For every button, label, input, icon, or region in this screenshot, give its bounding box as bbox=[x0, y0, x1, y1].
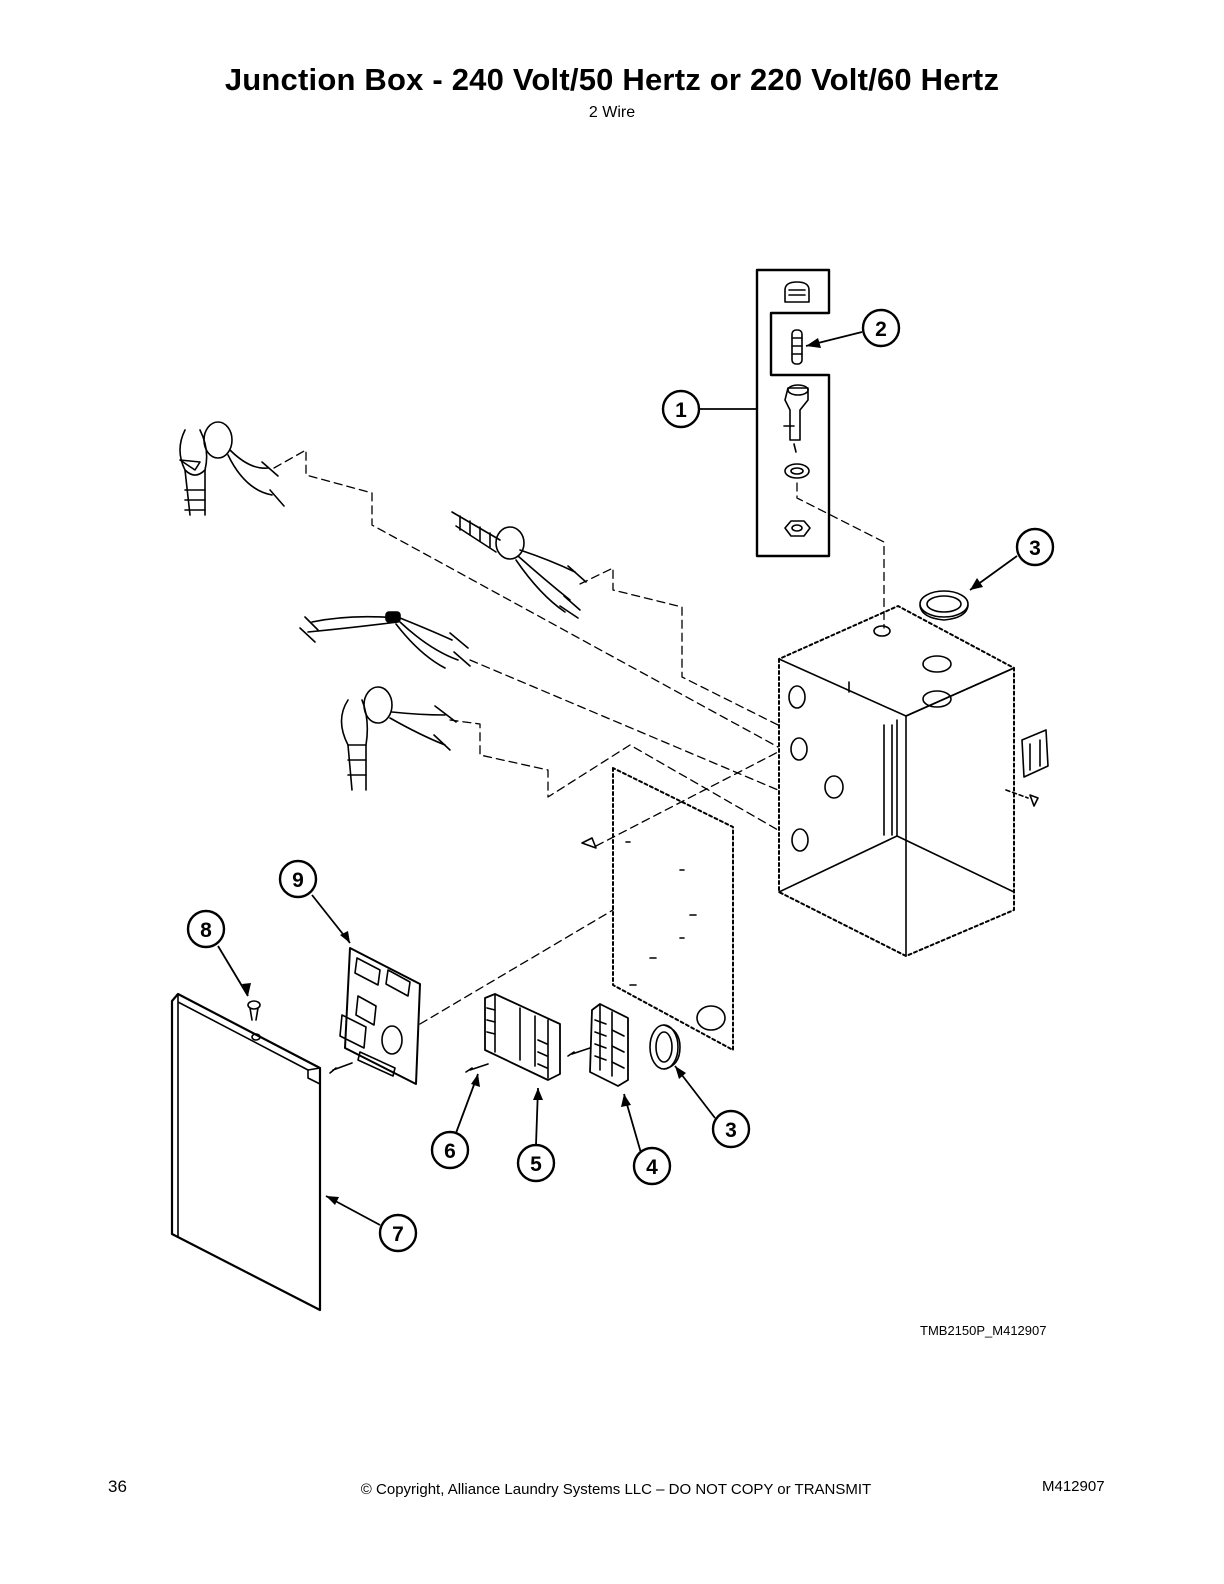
page-subtitle: 2 Wire bbox=[588, 104, 636, 121]
junction-box bbox=[778, 605, 1049, 957]
bushing-top bbox=[919, 590, 969, 621]
callout-7: 7 bbox=[378, 1213, 418, 1253]
callout-8: 8 bbox=[186, 909, 226, 949]
terminal-block bbox=[465, 993, 561, 1081]
screw bbox=[247, 1000, 261, 1021]
svg-text:3: 3 bbox=[1029, 537, 1041, 560]
terminal-strip bbox=[567, 1003, 629, 1087]
mounting-plate bbox=[581, 767, 734, 1051]
svg-text:3: 3 bbox=[725, 1119, 737, 1142]
callout-4: 4 bbox=[632, 1146, 672, 1186]
svg-text:5: 5 bbox=[530, 1153, 542, 1176]
page-number: 36 bbox=[108, 1477, 127, 1496]
svg-text:6: 6 bbox=[444, 1140, 456, 1163]
callout-5: 5 bbox=[516, 1143, 556, 1183]
callout-1: 1 bbox=[661, 389, 701, 429]
callout-9: 9 bbox=[278, 859, 318, 899]
svg-text:1: 1 bbox=[675, 399, 687, 422]
svg-text:7: 7 bbox=[392, 1223, 404, 1246]
bushing-bottom bbox=[649, 1024, 681, 1070]
document-id: M412907 bbox=[1042, 1478, 1105, 1495]
callout-3-top: 3 bbox=[1015, 527, 1055, 567]
circuit-board bbox=[329, 947, 421, 1085]
svg-text:8: 8 bbox=[200, 919, 212, 942]
wire-harness-4 bbox=[340, 686, 457, 791]
svg-text:2: 2 bbox=[875, 318, 887, 341]
assembly-leader-lines bbox=[273, 449, 885, 1025]
wire-harness-1 bbox=[179, 421, 285, 516]
fuse-holder-inset bbox=[755, 268, 831, 558]
cover-panel bbox=[170, 992, 322, 1312]
callout-6: 6 bbox=[430, 1130, 470, 1170]
copyright-notice: © Copyright, Alliance Laundry Systems LL… bbox=[360, 1481, 872, 1498]
svg-text:9: 9 bbox=[292, 869, 304, 892]
callout-arrowheads bbox=[242, 338, 983, 1205]
wire-harness-3 bbox=[299, 611, 471, 669]
figure-id: TMB2150P_M412907 bbox=[920, 1323, 1047, 1338]
callout-3-bottom: 3 bbox=[711, 1109, 751, 1149]
wire-harness-2 bbox=[451, 511, 587, 619]
page-title: Junction Box - 240 Volt/50 Hertz or 220 … bbox=[224, 62, 1000, 97]
callout-2: 2 bbox=[861, 308, 901, 348]
svg-text:4: 4 bbox=[646, 1156, 658, 1179]
